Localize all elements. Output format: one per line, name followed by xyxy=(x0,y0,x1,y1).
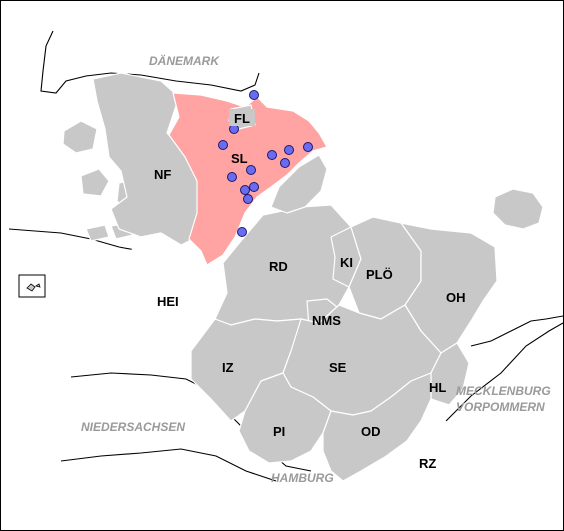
label-mecklenburg-line1: MECKLENBURG xyxy=(456,384,551,398)
location-marker[interactable] xyxy=(237,227,247,237)
location-marker[interactable] xyxy=(249,90,259,100)
niedersachsen-border xyxy=(60,448,277,482)
location-marker[interactable] xyxy=(246,165,256,175)
label-ki: KI xyxy=(340,255,353,270)
label-nf: NF xyxy=(154,167,171,182)
label-iz: IZ xyxy=(222,360,234,375)
location-marker[interactable] xyxy=(280,158,290,168)
label-rz: RZ xyxy=(419,456,436,471)
location-marker[interactable] xyxy=(240,185,250,195)
district-shape-rz[interactable] xyxy=(360,418,482,520)
label-se: SE xyxy=(329,360,347,375)
label-hl: HL xyxy=(429,380,446,395)
district-shape-sl[interactable] xyxy=(168,92,328,266)
label-hei: HEI xyxy=(157,294,179,309)
label-fl: FL xyxy=(234,111,250,126)
label-denmark: DÄNEMARK xyxy=(149,53,220,68)
label-od: OD xyxy=(361,424,381,439)
label-plo: PLÖ xyxy=(366,267,393,282)
location-marker[interactable] xyxy=(227,172,237,182)
label-nms: NMS xyxy=(312,313,341,328)
label-mecklenburg-line2: VORPOMMERN xyxy=(456,400,545,414)
label-sl: SL xyxy=(231,151,248,166)
label-hamburg: HAMBURG xyxy=(271,471,334,485)
location-marker[interactable] xyxy=(218,140,228,150)
fehmarn-island xyxy=(492,188,544,230)
location-marker[interactable] xyxy=(303,142,313,152)
label-pi: PI xyxy=(273,424,285,439)
mecklenburg-border xyxy=(445,322,563,422)
label-niedersachsen: NIEDERSACHSEN xyxy=(81,420,185,434)
district-shape-oh[interactable] xyxy=(400,222,498,354)
location-marker[interactable] xyxy=(243,194,253,204)
label-oh: OH xyxy=(446,290,466,305)
district-shape-hl[interactable] xyxy=(430,342,470,406)
location-marker[interactable] xyxy=(284,145,294,155)
denmark-coast xyxy=(40,30,260,94)
location-marker[interactable] xyxy=(267,150,277,160)
location-markers xyxy=(218,90,313,237)
label-rd: RD xyxy=(269,259,288,274)
schwansen-peninsula xyxy=(270,154,328,214)
island-inset-icon xyxy=(18,274,46,298)
fl-label-box xyxy=(229,109,255,126)
east-coast-line xyxy=(470,315,563,347)
location-marker[interactable] xyxy=(249,182,259,192)
